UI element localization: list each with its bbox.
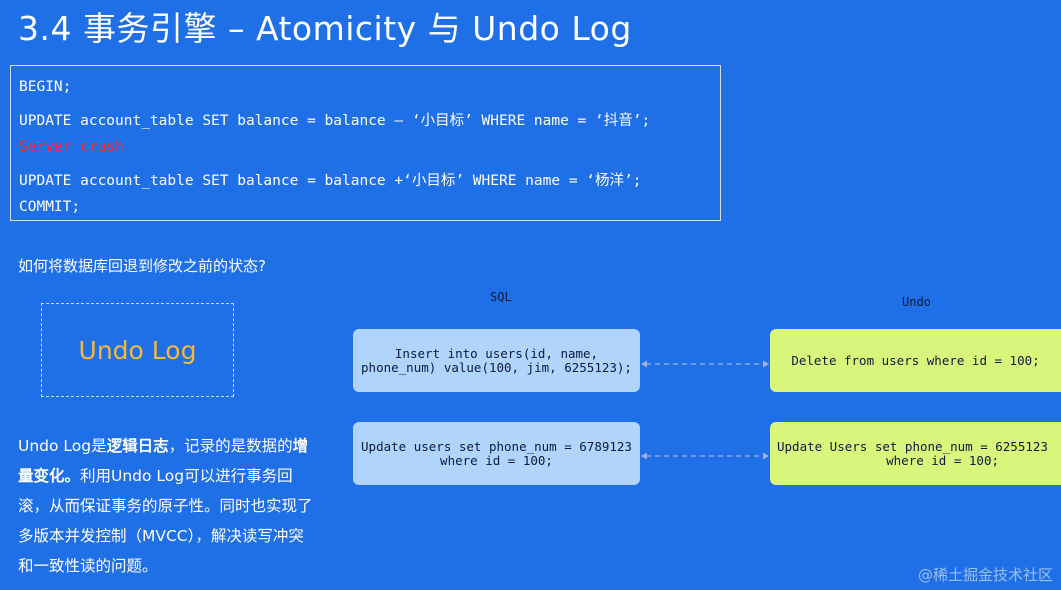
undo-card-update: Update Users set phone_num = 6255123 whe…	[770, 422, 1061, 485]
double-arrow-row-1	[641, 360, 769, 368]
code-line-update-1: UPDATE account_table SET balance = balan…	[19, 113, 651, 129]
code-line-begin: BEGIN;	[19, 79, 72, 95]
sql-card-insert: Insert into users(id, name, phone_num) v…	[353, 329, 640, 392]
watermark: @稀土掘金技术社区	[917, 566, 1053, 584]
code-line-commit: COMMIT;	[19, 199, 81, 215]
code-line-server-crush: Server crush	[19, 139, 124, 155]
double-arrow-row-2	[641, 452, 769, 460]
desc-part-2: ，记录的是数据的	[168, 437, 293, 455]
sql-code-block: BEGIN; UPDATE account_table SET balance …	[10, 65, 721, 221]
undo-card-delete: Delete from users where id = 100;	[770, 329, 1061, 392]
desc-part-1: Undo Log是	[18, 437, 107, 455]
slide-title: 3.4 事务引擎 – Atomicity 与 Undo Log	[18, 9, 632, 48]
sql-column-header: SQL	[490, 290, 512, 304]
sql-card-update: Update users set phone_num = 6789123 whe…	[353, 422, 640, 485]
desc-part-3: 利用Undo Log可以进行事务回滚，从而保证事务的原子性。同时也实现了多版本并…	[18, 467, 313, 575]
undo-log-box: Undo Log	[41, 303, 234, 397]
desc-bold-logical-log: 逻辑日志	[106, 437, 169, 455]
undo-log-description: Undo Log是逻辑日志，记录的是数据的增量变化。利用Undo Log可以进行…	[18, 431, 318, 581]
code-line-update-2: UPDATE account_table SET balance = balan…	[19, 173, 642, 189]
undo-column-header: Undo	[902, 295, 931, 309]
question-text: 如何将数据库回退到修改之前的状态?	[18, 257, 266, 275]
desc-bold-incremental: 增量变化。	[18, 437, 309, 485]
undo-log-label: Undo Log	[78, 335, 197, 365]
